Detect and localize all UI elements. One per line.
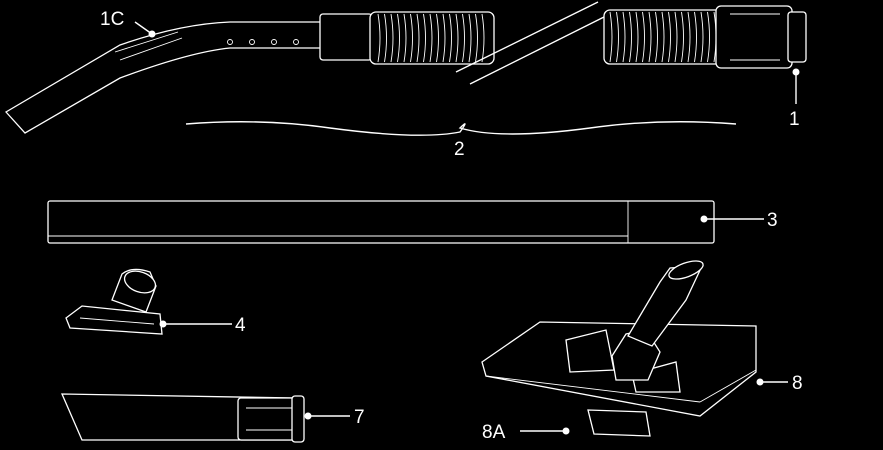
label-1c: 1C [100, 9, 124, 30]
floor-nozzle-pedal [587, 409, 651, 437]
hose-rib [655, 11, 658, 63]
upholstery-nozzle [65, 268, 163, 335]
hose-rib [449, 13, 452, 63]
hose-rib [384, 13, 387, 63]
hose-rib [416, 13, 420, 63]
hose-rib [462, 13, 465, 63]
hose-rib [475, 13, 478, 63]
hose-rib [668, 11, 671, 63]
label-8a: 8A [482, 422, 506, 443]
label-8: 8 [792, 373, 803, 394]
hose-coil-left [369, 11, 495, 65]
hose-coil-right [603, 9, 723, 65]
extension-tube [47, 200, 715, 244]
crevice-tool [61, 393, 305, 443]
hose-rib [397, 13, 400, 63]
floor-nozzle [481, 260, 757, 417]
hose-rib [442, 13, 446, 63]
label-2: 2 [454, 139, 465, 160]
hose-rib [635, 11, 639, 63]
hose-rib [674, 11, 678, 63]
label-7: 7 [354, 407, 365, 428]
hose-rib [377, 13, 381, 63]
hose-rib [429, 13, 433, 63]
hose-end-connector [715, 5, 807, 69]
hose-rib [629, 11, 632, 63]
label-4: 4 [235, 315, 246, 336]
hose-rib [410, 13, 413, 63]
hose-rib [436, 13, 439, 63]
hose-rib [609, 11, 613, 63]
hose-rib [681, 11, 684, 63]
hose-rib [694, 11, 697, 63]
label-1: 1 [789, 109, 800, 130]
hose-rib [390, 13, 394, 63]
label-3: 3 [767, 210, 778, 231]
hose-rib [661, 11, 665, 63]
hose-rib [700, 11, 704, 63]
hose-rib [622, 11, 626, 63]
hose-break-marks [455, 1, 611, 85]
hose-rib [687, 11, 691, 63]
hose-rib [707, 11, 710, 63]
handle-wand [4, 13, 373, 134]
hose-rib [481, 13, 485, 63]
hose-rib [648, 11, 652, 63]
hose-rib [642, 11, 645, 63]
hose-rib [403, 13, 407, 63]
hose-rib [423, 13, 426, 63]
hose-rib [616, 11, 619, 63]
hose-rib [468, 13, 472, 63]
hose-brace [185, 121, 737, 136]
leader-lines [134, 21, 800, 435]
hose-rib [455, 13, 459, 63]
